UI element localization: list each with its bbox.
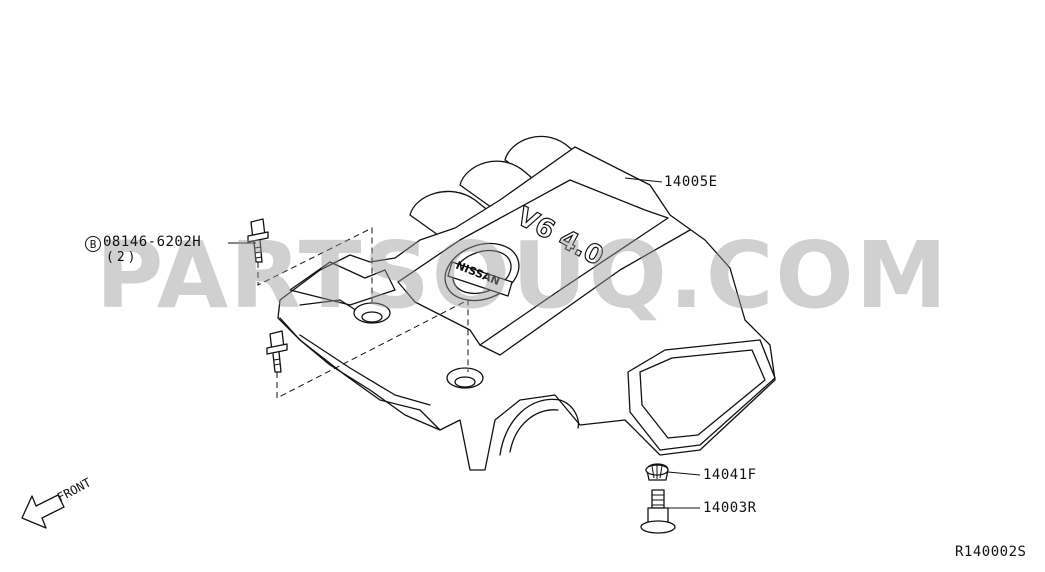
figure-code: R140002S	[955, 544, 1027, 560]
bolt-type-badge: B	[85, 236, 101, 252]
front-direction-arrow: FRONT	[21, 475, 93, 529]
callout-upper-bolt-qty: (2)	[106, 250, 139, 265]
leader-lines	[228, 177, 701, 509]
assembly-guide-lines	[257, 227, 469, 399]
callout-grommet: 14041F	[703, 467, 757, 483]
engine-cover	[277, 146, 776, 471]
callout-lower-bolt: 14003R	[703, 500, 757, 516]
callout-upper-bolt: 08146-6202H	[103, 234, 202, 250]
front-label: FRONT	[55, 475, 93, 504]
upper-bolt	[247, 218, 269, 263]
lower-bolt	[640, 489, 676, 534]
callout-cover: 14005E	[664, 174, 718, 190]
intake-runner-bumps	[409, 135, 586, 241]
nissan-emblem-cap: NISSAN	[444, 242, 520, 302]
second-bolt	[266, 330, 288, 373]
grommet-part	[645, 463, 669, 481]
